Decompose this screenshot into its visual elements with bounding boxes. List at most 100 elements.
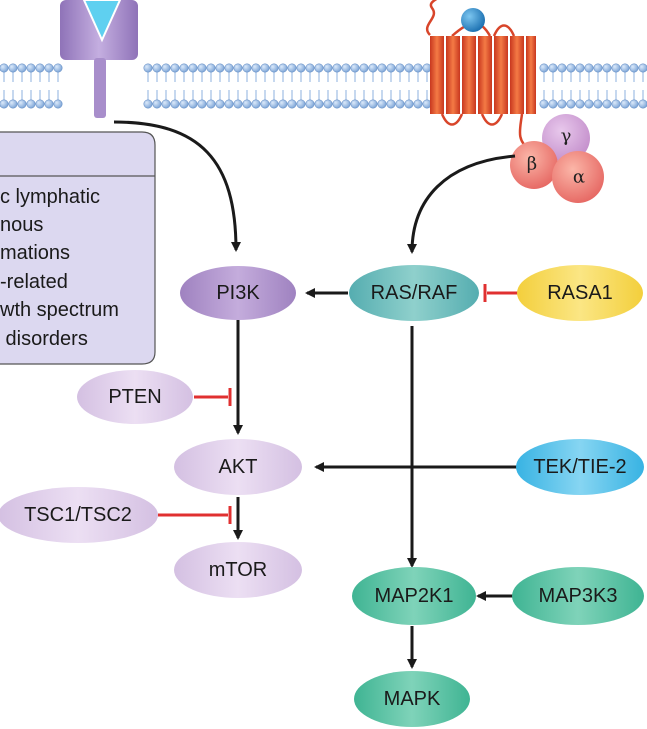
panel-line-6: disorders xyxy=(0,328,88,350)
lipid-head xyxy=(242,63,252,73)
lipid-head xyxy=(575,99,585,109)
lipid-head xyxy=(395,99,405,109)
lipid-head xyxy=(377,99,387,109)
panel-line-1: c lymphatic xyxy=(0,186,100,208)
receptor-tyrosine-kinase xyxy=(60,0,138,118)
lipid-head xyxy=(8,63,18,73)
node-map3k3-label: MAP3K3 xyxy=(539,585,618,607)
lipid-head xyxy=(386,99,396,109)
lipid-head xyxy=(566,63,576,73)
lipid-head xyxy=(359,63,369,73)
node-rasa1: RASA1 xyxy=(517,265,643,321)
node-pi3k-label: PI3K xyxy=(216,282,260,304)
node-akt: AKT xyxy=(174,439,302,495)
lipid-head xyxy=(548,99,558,109)
g-protein-complex: γ β α xyxy=(510,114,604,203)
lipid-head xyxy=(287,99,297,109)
node-mapk: MAPK xyxy=(354,671,470,727)
lipid-head xyxy=(170,99,180,109)
lipid-head xyxy=(386,63,396,73)
lipid-head xyxy=(584,63,594,73)
lipid-head xyxy=(206,63,216,73)
lipid-head xyxy=(575,63,585,73)
lipid-head xyxy=(278,99,288,109)
lipid-head xyxy=(17,63,27,73)
lipid-head xyxy=(179,63,189,73)
node-pten-label: PTEN xyxy=(108,386,161,408)
lipid-head xyxy=(323,99,333,109)
lipid-head xyxy=(35,99,45,109)
lipid-head xyxy=(359,99,369,109)
lipid-head xyxy=(341,63,351,73)
lipid-head xyxy=(188,99,198,109)
lipid-head xyxy=(269,63,279,73)
lipid-head xyxy=(548,63,558,73)
lipid-head xyxy=(296,63,306,73)
lipid-head xyxy=(8,99,18,109)
lipid-head xyxy=(395,63,405,73)
node-map2k1: MAP2K1 xyxy=(352,567,476,625)
lipid-head xyxy=(611,63,621,73)
lipid-head xyxy=(260,99,270,109)
lipid-head xyxy=(332,63,342,73)
node-tek-tie2: TEK/TIE-2 xyxy=(516,439,644,495)
lipid-head xyxy=(53,63,63,73)
lipid-head xyxy=(170,63,180,73)
lipid-head xyxy=(287,63,297,73)
lipid-head xyxy=(0,63,9,73)
lipid-head xyxy=(206,99,216,109)
g-protein-coupled-receptor xyxy=(425,0,536,152)
lipid-head xyxy=(305,99,315,109)
lipid-head xyxy=(620,63,630,73)
lipid-head xyxy=(53,99,63,109)
node-pi3k: PI3K xyxy=(180,266,296,320)
lipid-head xyxy=(413,63,423,73)
lipid-head xyxy=(26,99,36,109)
lipid-head xyxy=(404,63,414,73)
lipid-head xyxy=(269,99,279,109)
lipid-head xyxy=(314,99,324,109)
lipid-head xyxy=(638,63,647,73)
node-tsc-label: TSC1/TSC2 xyxy=(24,504,132,526)
lipid-head xyxy=(593,99,603,109)
lipid-head xyxy=(602,63,612,73)
lipid-head xyxy=(215,63,225,73)
lipid-head xyxy=(35,63,45,73)
lipid-head xyxy=(224,63,234,73)
lipid-head xyxy=(215,99,225,109)
lipid-head xyxy=(278,63,288,73)
lipid-head xyxy=(197,99,207,109)
lipid-head xyxy=(413,99,423,109)
node-mapk-label: MAPK xyxy=(384,688,441,710)
lipid-head xyxy=(539,63,549,73)
lipid-head xyxy=(44,63,54,73)
lipid-head xyxy=(143,99,153,109)
lipid-head xyxy=(629,63,639,73)
lipid-head xyxy=(350,63,360,73)
lipid-head xyxy=(539,99,549,109)
node-mtor-label: mTOR xyxy=(209,559,268,581)
panel-line-3: mations xyxy=(0,242,70,264)
lipid-head xyxy=(314,63,324,73)
node-ras-raf-label: RAS/RAF xyxy=(371,282,458,304)
lipid-head xyxy=(44,99,54,109)
node-map2k1-label: MAP2K1 xyxy=(375,585,454,607)
lipid-head xyxy=(377,63,387,73)
disorders-panel: c lymphatic nous mations -related wth sp… xyxy=(0,131,156,365)
lipid-head xyxy=(341,99,351,109)
lipid-head xyxy=(350,99,360,109)
panel-line-4: -related xyxy=(0,271,68,293)
lipid-head xyxy=(422,63,432,73)
lipid-head xyxy=(233,63,243,73)
panel-line-2: nous xyxy=(0,214,43,236)
pathway-edges xyxy=(113,120,520,669)
lipid-head xyxy=(251,99,261,109)
lipid-head xyxy=(323,63,333,73)
node-mtor: mTOR xyxy=(174,542,302,598)
lipid-head xyxy=(422,99,432,109)
lipid-head xyxy=(224,99,234,109)
lipid-head xyxy=(143,63,153,73)
lipid-head xyxy=(161,63,171,73)
lipid-head xyxy=(188,63,198,73)
node-akt-label: AKT xyxy=(219,456,258,478)
